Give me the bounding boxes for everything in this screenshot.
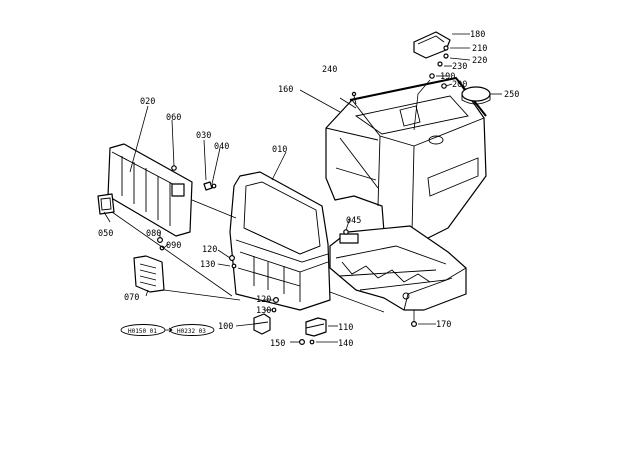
callout-160: 160 xyxy=(278,85,293,95)
callout-100: 100 xyxy=(218,322,233,332)
leader-lines xyxy=(103,33,502,343)
callout-120-upper: 120 xyxy=(202,245,217,255)
callout-060: 060 xyxy=(166,113,181,123)
callout-040: 040 xyxy=(214,142,229,152)
lower-grille-part xyxy=(133,255,165,293)
serial-from: H0150 01 xyxy=(128,328,157,335)
callout-130-upper: 130 xyxy=(200,260,215,270)
callout-010: 010 xyxy=(272,145,287,155)
callout-labels: 020 060 030 040 010 045 050 080 090 070 … xyxy=(98,30,519,349)
bracket-110-part xyxy=(305,317,327,337)
callout-150: 150 xyxy=(270,339,285,349)
callout-045: 045 xyxy=(346,216,361,226)
callout-250: 250 xyxy=(504,90,519,100)
badge-part xyxy=(97,193,115,215)
callout-020: 020 xyxy=(140,97,155,107)
serial-range: H0150 01 H0232 03 xyxy=(120,324,215,336)
callout-220: 220 xyxy=(472,56,487,66)
callout-090: 090 xyxy=(166,241,181,251)
assembly-lines xyxy=(111,199,415,322)
callout-140: 140 xyxy=(338,339,353,349)
callout-200: 200 xyxy=(452,80,467,90)
callout-030: 030 xyxy=(196,131,211,141)
callout-210: 210 xyxy=(472,44,487,54)
serial-to: H0232 03 xyxy=(177,328,206,335)
frame-base-part xyxy=(329,225,467,311)
callout-070: 070 xyxy=(124,293,139,303)
callout-110: 110 xyxy=(338,323,353,333)
hood-part xyxy=(325,76,487,245)
callout-190: 190 xyxy=(440,72,455,82)
callout-230: 230 xyxy=(452,62,467,72)
front-grille-frame-part xyxy=(229,171,331,311)
callout-170: 170 xyxy=(436,320,451,330)
callout-080: 080 xyxy=(146,229,161,239)
callout-120-lower: 120 xyxy=(256,295,271,305)
bracket-100-part xyxy=(253,313,271,335)
callout-240: 240 xyxy=(322,65,337,75)
grille-screen-part xyxy=(107,143,193,237)
callout-180: 180 xyxy=(470,30,485,40)
callout-050: 050 xyxy=(98,229,113,239)
callout-130-lower: 130 xyxy=(256,306,271,316)
